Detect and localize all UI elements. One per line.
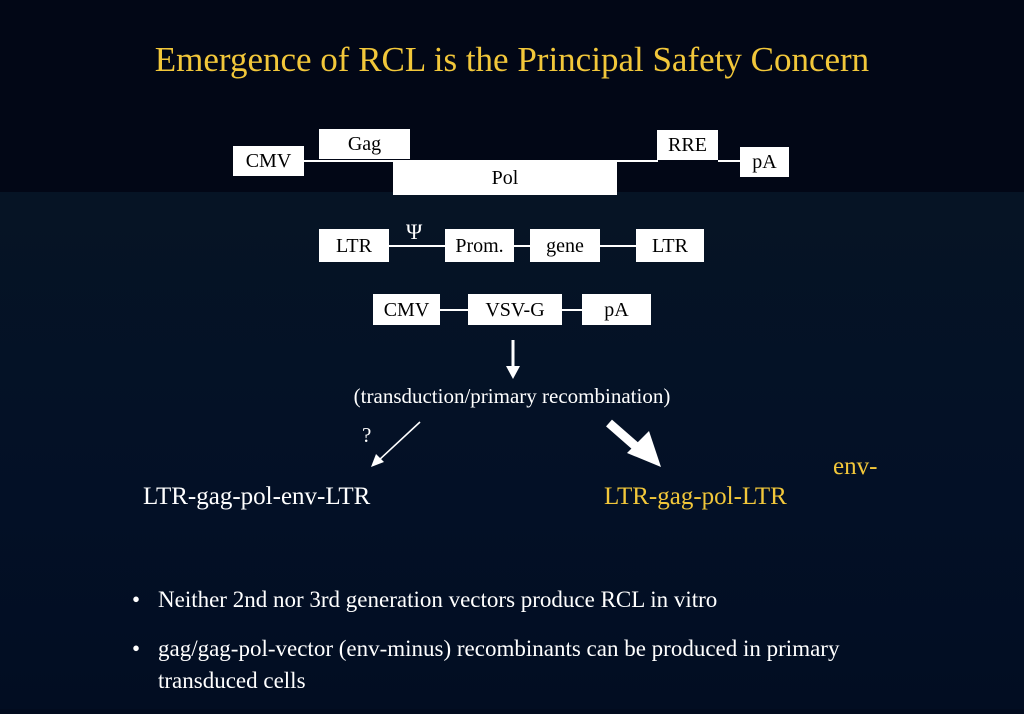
polya-box: pA	[582, 294, 651, 325]
polya-box: pA	[740, 147, 789, 177]
slide-title: Emergence of RCL is the Principal Safety…	[154, 40, 870, 79]
bullet-text: Neither 2nd nor 3rd generation vectors p…	[158, 587, 718, 612]
construct-backbone-line	[389, 245, 445, 247]
outcome-rcl-genome: LTR-gag-pol-env-LTR	[143, 483, 371, 510]
ltr-right-box: LTR	[636, 229, 704, 262]
bullet-text: gag/gag-pol-vector (env-minus) recombina…	[158, 635, 840, 694]
pol-box: Pol	[393, 161, 617, 195]
ltr-left-box: LTR	[319, 229, 389, 262]
bullet-item: • gag/gag-pol-vector (env-minus) recombi…	[132, 633, 918, 698]
outcome-env-minus-recombinant: LTR-gag-pol-LTR	[604, 483, 787, 510]
gene-box: gene	[530, 229, 600, 262]
vsvg-box: VSV-G	[468, 294, 562, 325]
down-arrow-icon	[506, 340, 520, 379]
promoter-box: Prom.	[445, 229, 514, 262]
psi-packaging-signal: Ψ	[406, 219, 423, 244]
construct-backbone-line	[514, 245, 530, 247]
bullet-marker: •	[132, 635, 141, 661]
cmv-promoter-box: CMV	[373, 294, 440, 325]
construct-backbone-line	[440, 309, 468, 311]
bullet-item: • Neither 2nd nor 3rd generation vectors…	[132, 584, 918, 617]
right-diagonal-arrow-icon	[606, 419, 661, 467]
outcome-env-minus-note: env-	[833, 453, 878, 480]
question-mark: ?	[362, 423, 372, 447]
cmv-promoter-box: CMV	[233, 146, 304, 176]
left-diagonal-arrow-icon	[371, 421, 421, 467]
process-label: (transduction/primary recombination)	[353, 384, 671, 408]
construct-backbone-line	[600, 245, 636, 247]
bullet-list: • Neither 2nd nor 3rd generation vectors…	[132, 584, 918, 714]
background-bottom-band	[0, 192, 1024, 709]
bullet-marker: •	[132, 587, 141, 612]
gag-box: Gag	[319, 129, 410, 159]
construct-backbone-line	[562, 309, 582, 311]
construct-backbone-line	[718, 160, 740, 162]
rre-box: RRE	[657, 130, 718, 160]
